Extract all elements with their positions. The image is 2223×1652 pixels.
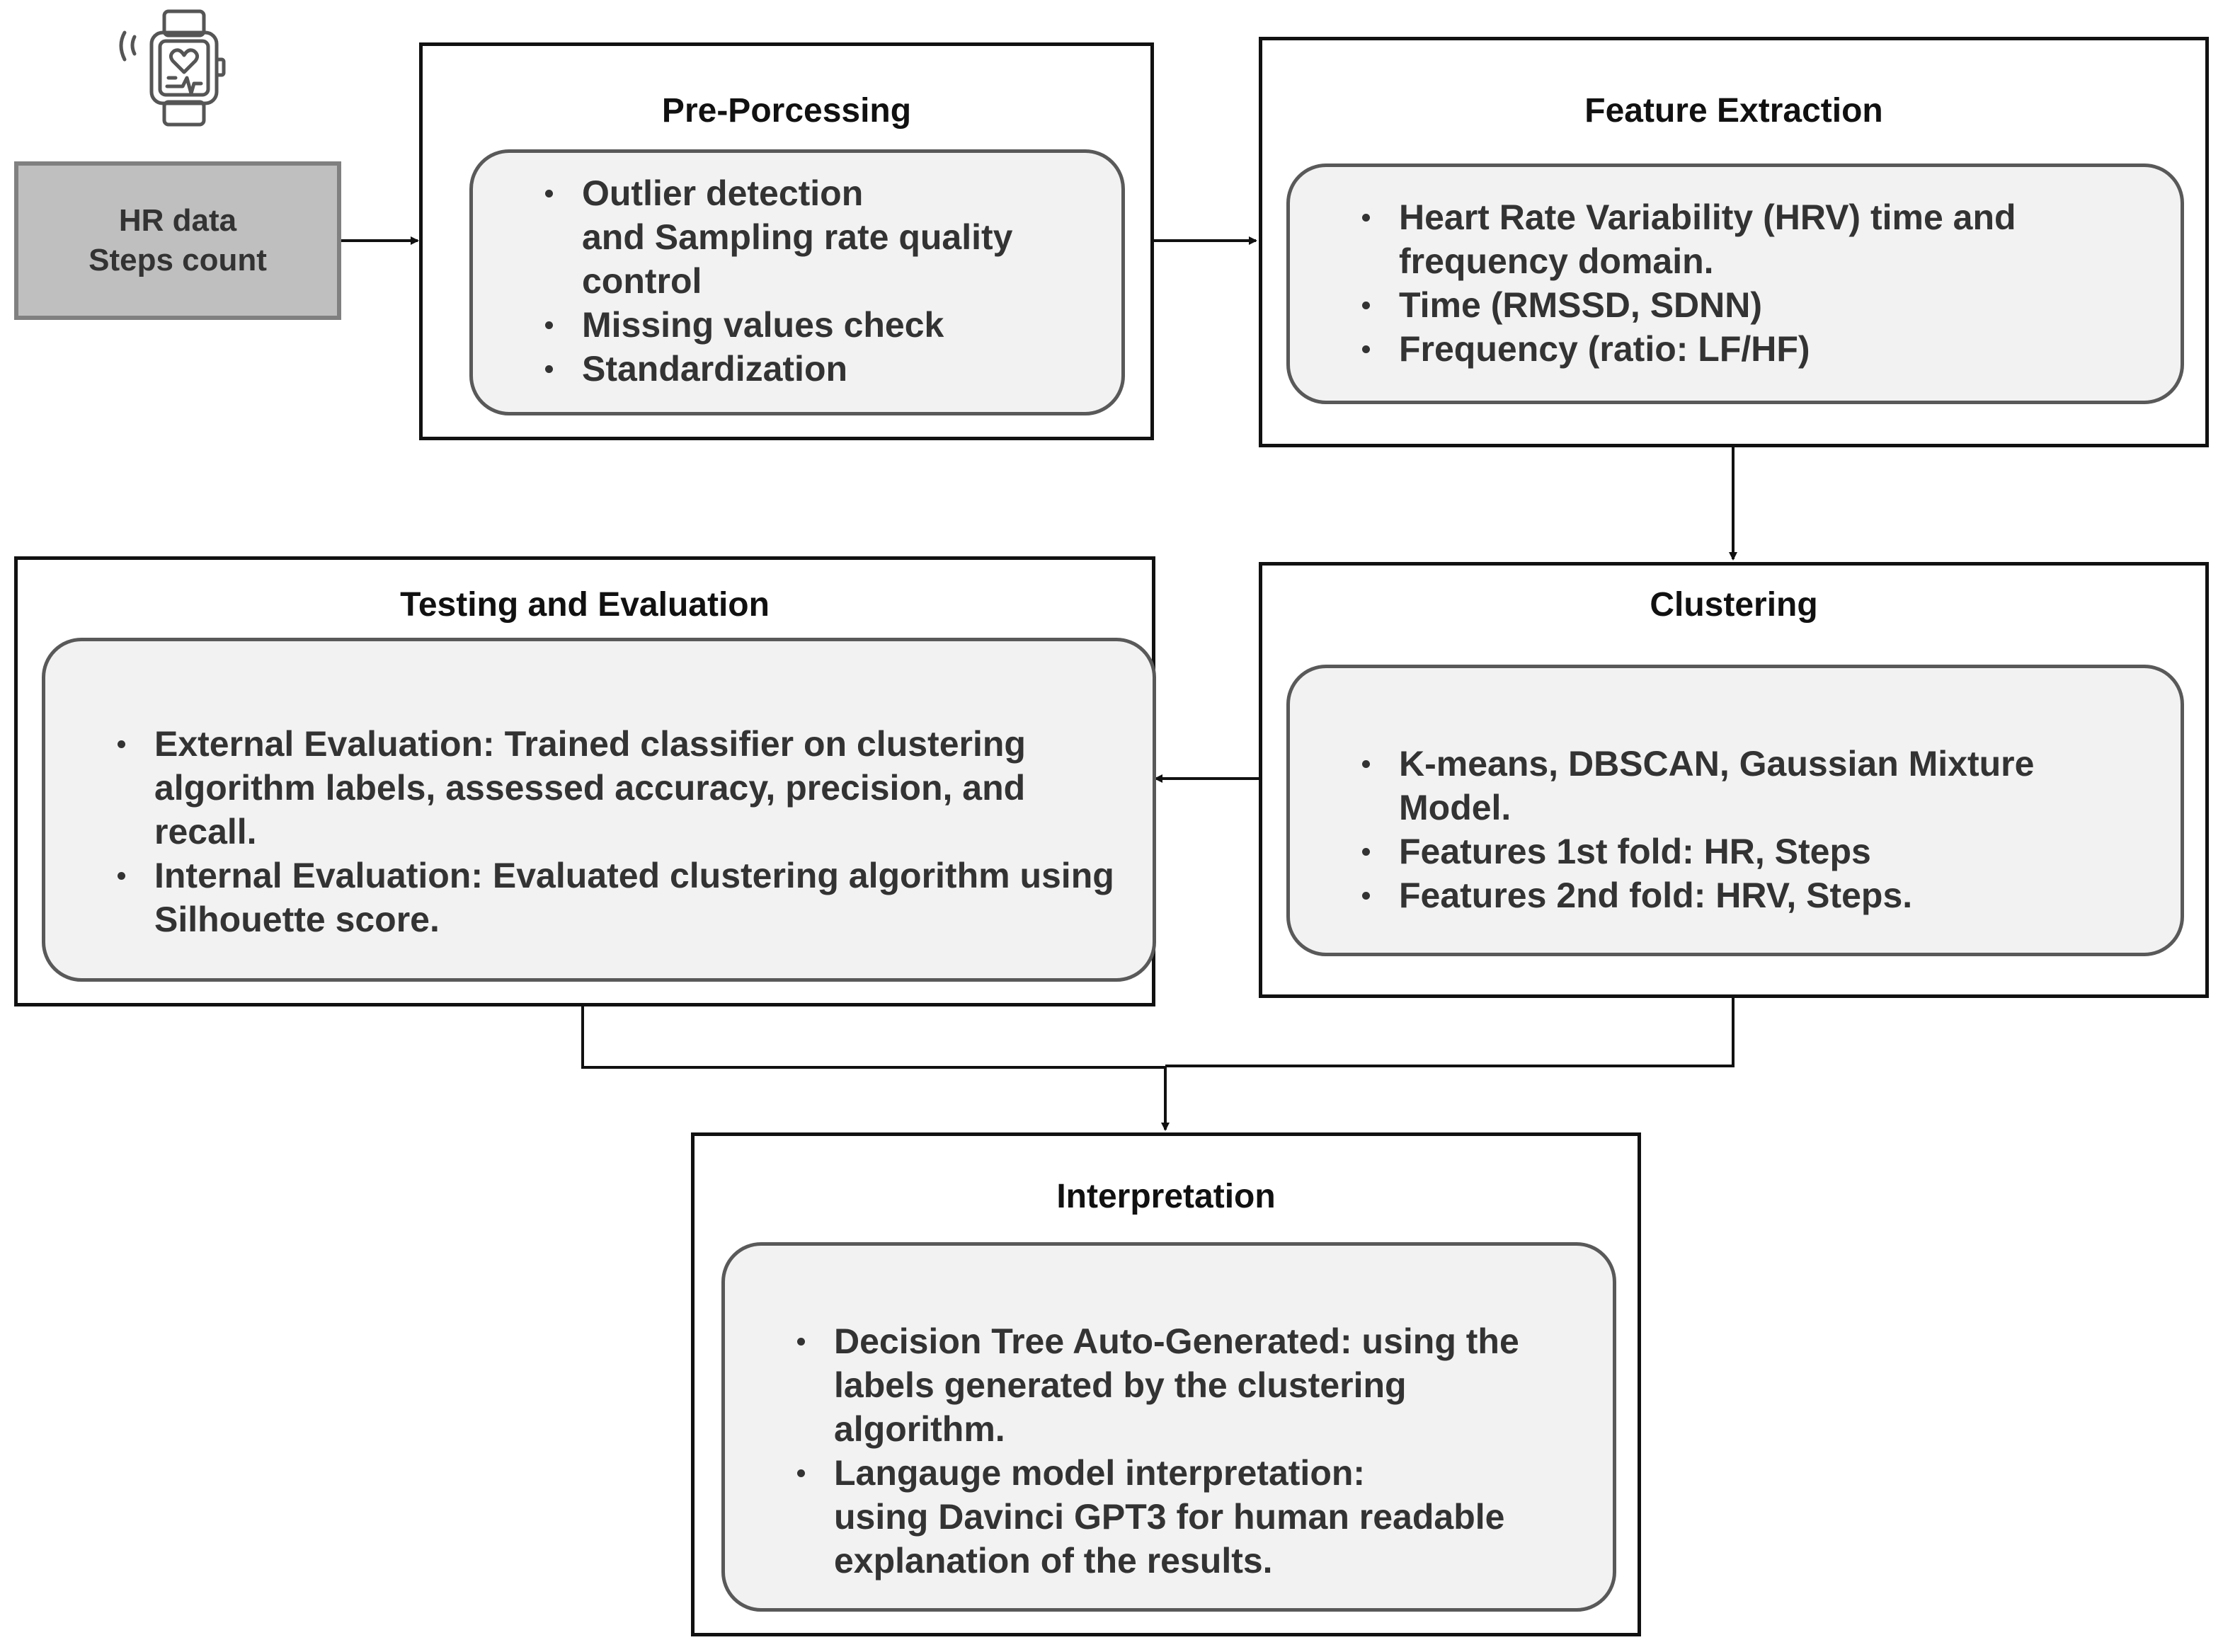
interpretation-list: Decision Tree Auto-Generated: using the … xyxy=(797,1319,1584,1583)
preprocessing-item-1-line-2: and Sampling rate quality control xyxy=(582,217,1013,301)
interpretation-content-box: Decision Tree Auto-Generated: using the … xyxy=(721,1242,1616,1612)
list-item: Heart Rate Variability (HRV) time and fr… xyxy=(1362,195,2121,283)
smartwatch-heart-icon xyxy=(119,9,226,127)
stage-testing-evaluation: Testing and Evaluation External Evaluati… xyxy=(14,556,1156,1006)
feature-extraction-list: Heart Rate Variability (HRV) time and fr… xyxy=(1362,195,2121,371)
input-line-steps: Steps count xyxy=(88,243,267,277)
clustering-list: K-means, DBSCAN, Gaussian Mixture Model.… xyxy=(1362,742,2121,917)
preprocessing-item-1-line-1: Outlier detection xyxy=(582,173,864,213)
list-item: K-means, DBSCAN, Gaussian Mixture Model. xyxy=(1362,742,2121,830)
stage-feature-extraction: Feature Extraction Heart Rate Variabilit… xyxy=(1259,37,2209,447)
stage-title-interpretation: Interpretation xyxy=(1056,1178,1276,1215)
connector-clustering-merge xyxy=(1165,998,1735,1067)
clustering-content-box: K-means, DBSCAN, Gaussian Mixture Model.… xyxy=(1286,665,2184,956)
feature-extraction-content-box: Heart Rate Variability (HRV) time and fr… xyxy=(1286,164,2184,404)
testing-list: External Evaluation: Trained classifier … xyxy=(118,722,1117,941)
testing-content-box: External Evaluation: Trained classifier … xyxy=(42,638,1156,982)
list-item: Missing values check xyxy=(545,303,1078,347)
stage-title-preprocessing: Pre-Porcessing xyxy=(661,92,912,130)
connector-testing-merge xyxy=(581,1004,1165,1069)
stage-title-clustering: Clustering xyxy=(1650,586,1818,624)
list-item: Langauge model interpretation:using Davi… xyxy=(797,1451,1584,1583)
stage-clustering: Clustering K-means, DBSCAN, Gaussian Mix… xyxy=(1259,562,2209,998)
list-item: Internal Evaluation: Evaluated clusterin… xyxy=(118,854,1117,941)
list-item: External Evaluation: Trained classifier … xyxy=(118,722,1117,854)
stage-title-testing: Testing and Evaluation xyxy=(400,586,770,624)
list-item: Time (RMSSD, SDNN) xyxy=(1362,283,2121,327)
list-item: Standardization xyxy=(545,347,1078,391)
list-item: Features 1st fold: HR, Steps xyxy=(1362,830,2121,873)
input-line-hr: HR data xyxy=(118,203,237,238)
input-data-box: HR data Steps count xyxy=(14,161,341,320)
interpretation-item-2-line-1: Langauge model interpretation: xyxy=(834,1453,1366,1493)
list-item: Features 2nd fold: HRV, Steps. xyxy=(1362,873,2121,917)
stage-title-feature-extraction: Feature Extraction xyxy=(1584,92,1883,130)
list-item: Decision Tree Auto-Generated: using the … xyxy=(797,1319,1584,1451)
list-item: Frequency (ratio: LF/HF) xyxy=(1362,327,2121,371)
stage-interpretation: Interpretation Decision Tree Auto-Genera… xyxy=(691,1132,1641,1636)
interpretation-item-2-line-2: using Davinci GPT3 for human readable ex… xyxy=(834,1497,1505,1581)
